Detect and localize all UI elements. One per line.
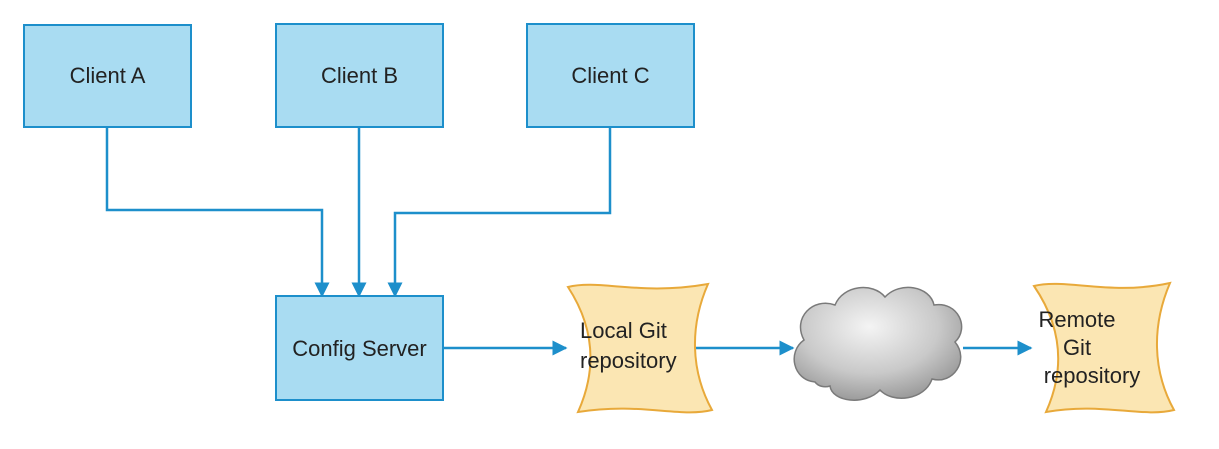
remote-git-label-line1: Remote <box>1038 307 1115 332</box>
client-b-node: Client B <box>275 23 444 128</box>
config-server-node: Config Server <box>275 295 444 401</box>
config-server-label: Config Server <box>292 336 427 361</box>
client-c-node: Client C <box>526 23 695 128</box>
local-git-repository-node: Local Git repository <box>566 282 714 414</box>
connectors <box>105 127 1033 356</box>
edge-client-a-to-config-server <box>105 127 330 298</box>
edge-client-c-to-config-server <box>387 127 612 298</box>
client-a-label: Client A <box>70 63 146 88</box>
local-git-label-line2: repository <box>580 348 677 373</box>
cloud-icon <box>793 286 963 401</box>
remote-git-label-line3: repository <box>1044 363 1141 388</box>
remote-git-label-line2: Git <box>1063 335 1091 360</box>
client-a-node: Client A <box>23 24 192 128</box>
remote-git-repository-node: Remote Git repository <box>1032 281 1176 414</box>
client-c-label: Client C <box>571 63 649 88</box>
client-b-label: Client B <box>321 63 398 88</box>
local-git-label-line1: Local Git <box>580 318 667 343</box>
